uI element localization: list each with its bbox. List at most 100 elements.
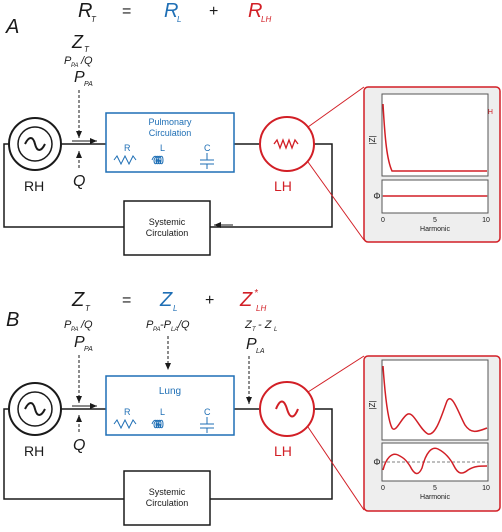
ratio-b-sub: PA [71,327,79,333]
eq-b-lhs-sub: T [85,304,91,313]
lh-label-b: LH [274,443,292,459]
pulm-title-1: Pulmonary [148,117,192,127]
inset-a: R LH |Z| Φ 0 5 10 Harmonic [363,86,501,243]
return-line-left-b [3,408,124,500]
mid-ratio-dash: -P [160,319,172,331]
systemic-a-1: Systemic [149,217,186,227]
inductor-icon [151,155,164,165]
eq-b-term2-sub: LH [256,304,266,313]
l-label-b: L [160,407,165,417]
resistor-icon [273,138,299,150]
callout-line-a-top [307,86,365,128]
callout-line-b-top [307,355,365,393]
rh-label-a: RH [24,178,44,194]
eq-b-term1: Z [159,289,173,311]
zdiff-a: Z [244,319,253,331]
pulm-title-2: Circulation [149,128,192,138]
flow-a: Q [73,173,85,190]
panel-b-label: B [6,309,19,331]
resistor-icon [113,418,137,430]
eq-a-equals: = [122,3,131,20]
inset-a-tick-5: 5 [433,217,437,224]
c-label-a: C [204,143,211,153]
capacitor-icon [200,153,214,169]
inset-b-ylabel-top: |Z| [368,400,377,409]
panel-a: A R T = R L + R LH Z T P PA /Q P PA Q RH [3,0,501,256]
ppa-a: P [74,69,85,86]
return-line-right-a [210,143,333,228]
zdiff-b-sub: L [274,327,277,333]
lh-label-a: LH [274,178,292,194]
systemic-circulation-box-b [123,470,211,526]
flow-b: Q [73,437,85,454]
zt-a: Z [71,32,84,52]
inset-a-mag-curve [382,103,487,172]
eq-b-equals: = [122,292,131,309]
inset-b-mag-curve [382,365,488,435]
ratio-a-sub: PA [71,63,79,69]
inset-b-tick-0: 0 [381,485,385,492]
ppa-b-sub: PA [84,346,93,353]
pla-b: P [246,336,257,353]
eq-a-term2: R [248,0,262,22]
eq-a-lhs-sub: T [91,15,97,24]
systemic-b-1: Systemic [149,487,186,497]
panel-a-equation: R T = R L + R LH [78,0,271,24]
pla-b-sub: LA [256,348,265,355]
panel-a-label: A [5,16,19,38]
systemic-a-2: Circulation [146,228,189,238]
c-label-b: C [204,407,211,417]
rh-label-b: RH [24,443,44,459]
eq-b-term2-sup: * [254,288,259,299]
inductor-icon [151,419,164,429]
r-label-b: R [124,407,131,417]
ppa-b: P [74,334,85,351]
callout-line-b-bottom [307,426,365,511]
systemic-circulation-box-a [123,200,211,256]
ratio-b-p: P [64,319,72,331]
sine-icon [24,137,46,151]
return-line-right-b [210,408,333,500]
eq-a-term2-sub: LH [261,15,271,24]
return-line-left-a [3,143,124,228]
inset-a-ylabel-bottom: Φ [373,191,380,201]
inset-b-tick-10: 10 [482,485,490,492]
capacitor-icon [200,417,214,433]
mid-ratio-a: P [146,319,154,331]
ppa-a-sub: PA [84,81,93,88]
inset-b: Z * LH |Z| Φ 0 5 10 Harmonic [363,355,501,512]
inset-b-ylabel-bottom: Φ [373,457,380,467]
eq-b-lhs: Z [71,289,85,311]
lung-box [105,375,235,436]
sine-icon [24,402,46,416]
callout-line-a-bottom [307,161,365,241]
ratio-a-tail: /Q [80,55,93,67]
panel-b-equation: Z T = Z L + Z * LH [71,288,266,313]
eq-b-term2: Z [239,289,253,311]
inset-a-mag-plot [381,93,489,177]
mid-ratio-a-sub: PA [153,327,161,333]
zt-a-sub: T [84,45,90,54]
inset-b-xlabel: Harmonic [420,494,450,501]
pulmonary-circulation-box [105,112,235,173]
inset-a-ylabel-top: |Z| [368,135,377,144]
inset-b-phase-curve [382,447,488,475]
systemic-b-2: Circulation [146,498,189,508]
inset-a-tick-10: 10 [482,217,490,224]
eq-a-lhs: R [78,0,92,22]
r-label-a: R [124,143,131,153]
sine-icon [275,400,299,418]
inset-a-xlabel: Harmonic [420,226,450,233]
ratio-b-tail: /Q [80,319,93,331]
inset-b-mag-plot [381,359,489,441]
l-label-a: L [160,143,165,153]
panel-b: B Z T = Z L + Z * LH P PA /Q P PA P PA -… [3,288,501,526]
ratio-a-p: P [64,55,72,67]
inset-a-tick-0: 0 [381,217,385,224]
rh-inner-b [17,391,53,427]
eq-a-plus: + [209,3,218,20]
eq-b-term1-sub: L [173,304,177,313]
lung-title: Lung [159,386,181,397]
mid-ratio-tail: /Q [177,319,190,331]
